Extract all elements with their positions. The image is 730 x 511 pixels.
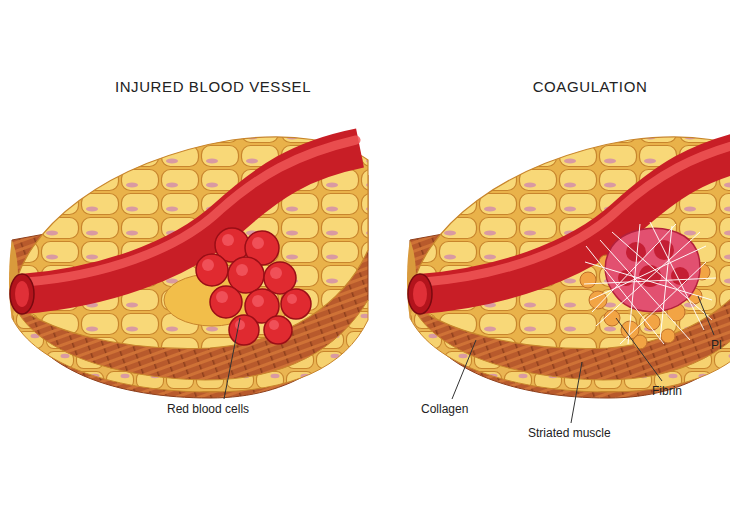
part-label: Fibrin bbox=[652, 385, 682, 399]
red-blood-cells bbox=[196, 228, 311, 345]
part-label: Pl bbox=[711, 339, 722, 353]
leader-lines bbox=[224, 296, 714, 423]
part-label: Red blood cells bbox=[167, 403, 249, 417]
panel-heading: INJURED BLOOD VESSEL bbox=[115, 78, 311, 95]
tissue-block bbox=[407, 137, 730, 398]
part-label: Striated muscle bbox=[528, 427, 611, 441]
cell-highlights bbox=[202, 234, 297, 330]
part-label: Collagen bbox=[421, 403, 468, 417]
panel-heading: COAGULATION bbox=[533, 78, 648, 95]
tissue-block bbox=[9, 137, 368, 398]
fibrin-mesh bbox=[584, 222, 716, 344]
